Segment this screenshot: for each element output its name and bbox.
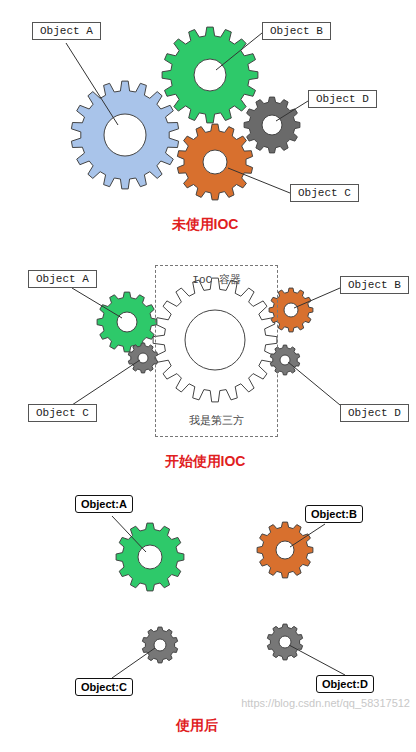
leader-line	[112, 648, 155, 678]
gear	[162, 27, 258, 123]
object-label: Object C	[28, 404, 97, 422]
node-text: Object D	[316, 93, 369, 105]
node-text: Object A	[36, 273, 89, 285]
object-label: Object D	[340, 404, 409, 422]
watermark: https://blog.csdn.net/qq_58317512	[241, 697, 410, 709]
gear-hole	[117, 312, 137, 332]
gear-hole	[185, 310, 245, 370]
gear	[269, 288, 313, 332]
node-text: Object C	[36, 407, 89, 419]
gear-hole	[280, 355, 290, 365]
leader-line	[228, 168, 290, 193]
object-label: Object B	[340, 276, 409, 294]
gear	[153, 278, 277, 402]
node-text: IoC 容器	[156, 272, 277, 287]
gear	[71, 81, 178, 189]
node-text: Object:D	[322, 678, 368, 690]
node-text: Object B	[348, 279, 401, 291]
gear	[270, 345, 299, 375]
leader-line	[289, 645, 345, 675]
object-label: Object:A	[75, 495, 133, 513]
gear-hole	[104, 114, 146, 156]
node-text: 我是第三方	[156, 413, 277, 428]
leader-line	[288, 362, 340, 405]
leader-line	[290, 524, 325, 547]
gear	[257, 522, 313, 578]
gear-hole	[154, 639, 166, 651]
node-text: Object D	[348, 407, 401, 419]
gear-hole	[276, 541, 294, 559]
object-label: Object:D	[316, 675, 374, 693]
gear	[97, 292, 157, 352]
gear	[142, 627, 177, 663]
gear-hole	[284, 303, 298, 317]
gear	[128, 343, 157, 373]
object-label: Object A	[28, 270, 97, 288]
gear-hole	[138, 545, 162, 569]
caption: 未使用IOC	[172, 216, 239, 234]
object-label: Object D	[308, 90, 377, 108]
gear-hole	[262, 115, 282, 135]
object-label: Object:B	[305, 505, 363, 523]
gear	[177, 124, 252, 200]
leader-line	[66, 43, 118, 125]
gear	[267, 624, 302, 660]
leader-line	[276, 101, 308, 121]
node-text: Object:A	[81, 498, 127, 510]
leader-line	[72, 360, 140, 405]
gear-hole	[279, 636, 291, 648]
leader-line	[294, 288, 340, 308]
gear	[244, 97, 300, 153]
node-text: Object A	[40, 25, 93, 37]
leader-line	[72, 288, 122, 318]
gear-hole	[138, 353, 148, 363]
gear-hole	[203, 150, 227, 174]
caption: 使用后	[176, 717, 218, 735]
object-label: Object:C	[75, 678, 133, 696]
object-label: Object C	[290, 184, 359, 202]
caption: 开始使用IOC	[165, 453, 246, 471]
gear-hole	[194, 59, 226, 91]
leader-line	[112, 516, 146, 552]
ioc-container: IoC 容器我是第三方	[155, 265, 278, 437]
node-text: Object B	[270, 25, 323, 37]
object-label: Object A	[32, 22, 101, 40]
leader-line	[216, 33, 262, 70]
node-text: Object C	[298, 187, 351, 199]
object-label: Object B	[262, 22, 331, 40]
gear	[116, 523, 184, 591]
node-text: Object:B	[311, 508, 357, 520]
node-text: Object:C	[81, 681, 127, 693]
